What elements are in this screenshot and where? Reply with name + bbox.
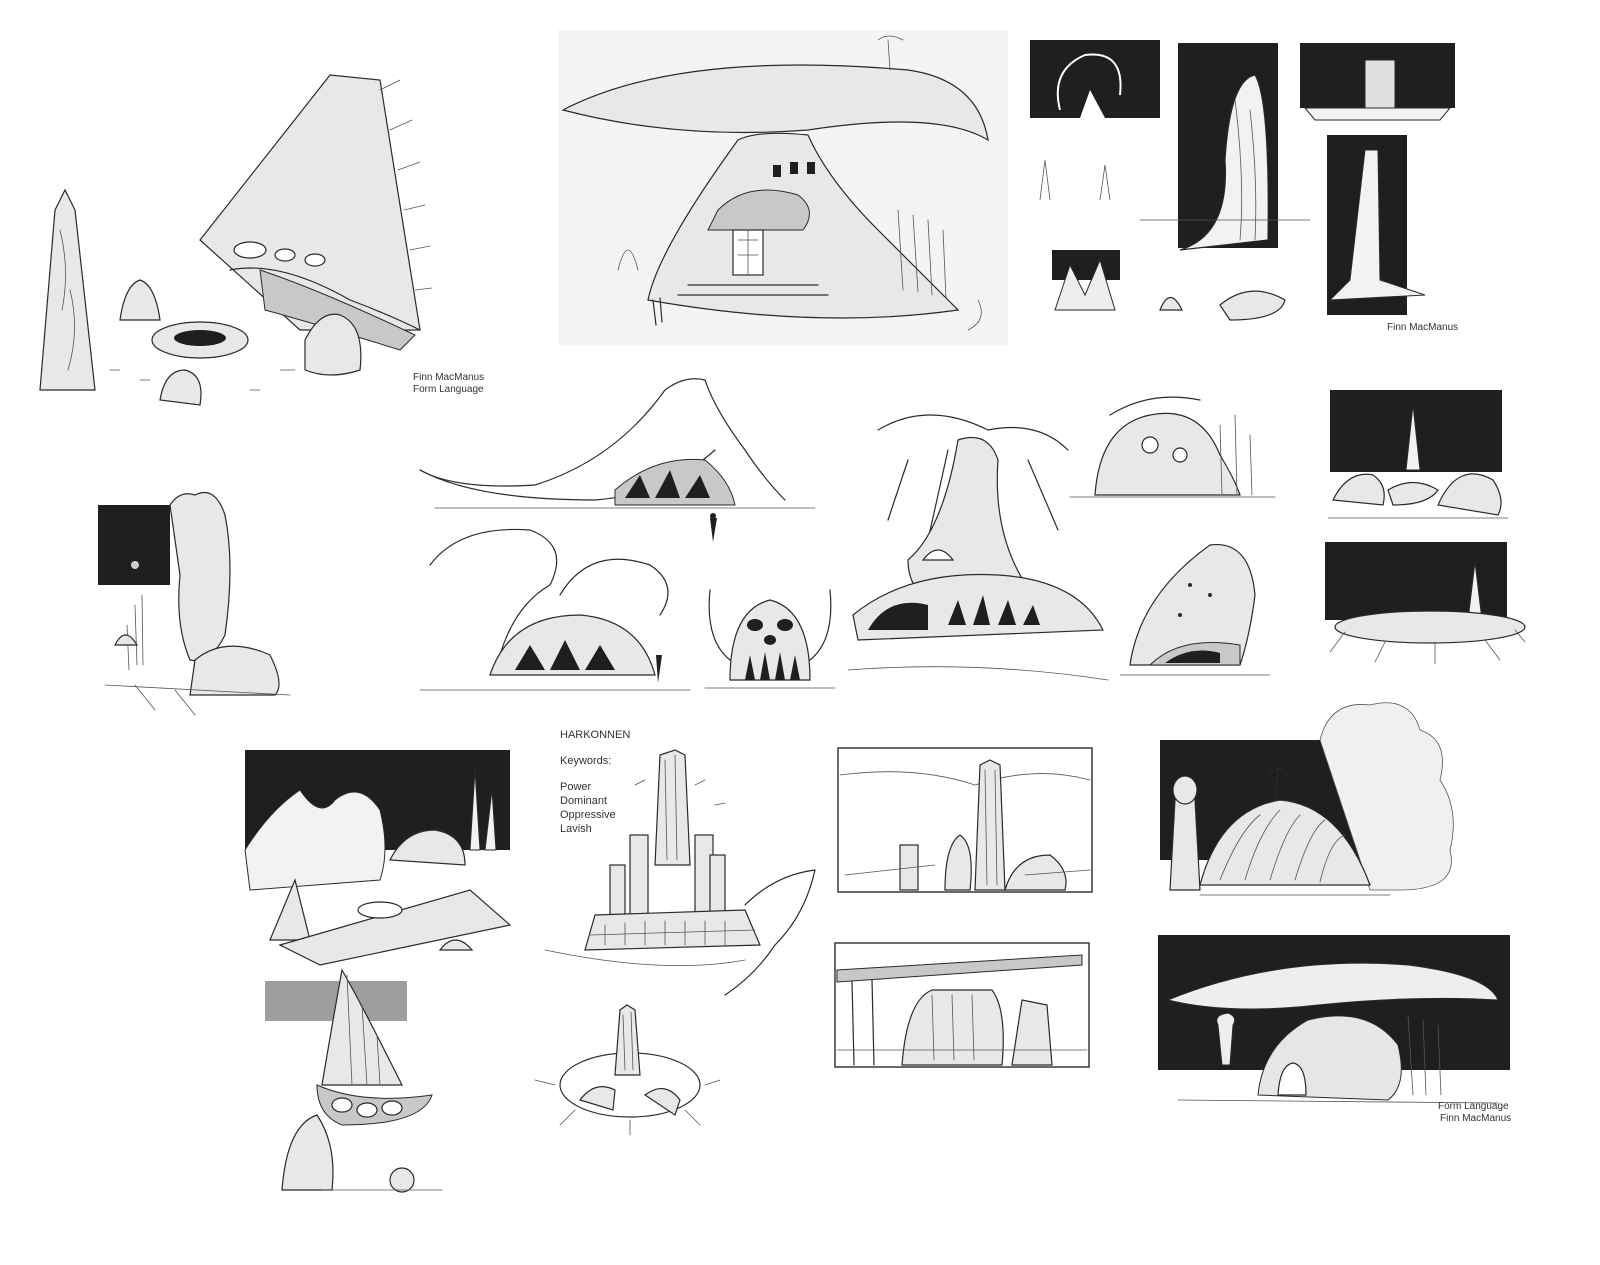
harkonnen-keywords: HARKONNEN Keywords: Power Dominant Oppre… — [560, 728, 630, 836]
sketch-mushroom-canopy — [1158, 935, 1513, 1110]
sketch-dome-tower — [1160, 700, 1505, 910]
sketch-fin-structure — [20, 70, 440, 415]
caption-author: Finn MacManus — [1387, 322, 1459, 333]
sketch-disk-platform — [1325, 542, 1526, 667]
sketch-sail-ship — [262, 965, 457, 1200]
caption-subtitle: Form Language — [413, 384, 484, 395]
keyword-item: Lavish — [560, 823, 592, 835]
keyword-item: Power — [560, 781, 592, 793]
sketch-harkonnen-fortress — [544, 745, 835, 1000]
keyword-item: Dominant — [560, 795, 608, 807]
sketch-tent-city — [240, 750, 515, 970]
caption-author: Finn MacManus — [1440, 1113, 1512, 1124]
keywords-heading: Keywords: — [560, 755, 612, 767]
sketch-mushroom-dwelling — [558, 30, 1008, 345]
sketch-rocket-village — [1327, 390, 1509, 525]
sketch-tree-cave — [847, 380, 1113, 690]
sketch-framed-skyline — [835, 745, 1095, 895]
sketch-organic-pods — [419, 505, 695, 700]
harkonnen-title: HARKONNEN — [560, 729, 631, 741]
sketch-beehive-horns — [700, 580, 840, 695]
sketch-ship-hull — [1119, 535, 1271, 685]
sketch-swoop-structure — [415, 370, 825, 550]
keyword-item: Oppressive — [560, 809, 616, 821]
sketch-spire-dark-panel — [95, 485, 300, 720]
sketch-tower-thumbnails — [1030, 40, 1470, 330]
sketch-dome-dwelling — [1069, 385, 1276, 505]
sketch-framed-hangar — [832, 940, 1092, 1070]
sketch-circular-city — [534, 1000, 721, 1136]
caption-subtitle: Form Language — [1438, 1101, 1509, 1112]
caption-author: Finn MacManus — [413, 372, 485, 383]
